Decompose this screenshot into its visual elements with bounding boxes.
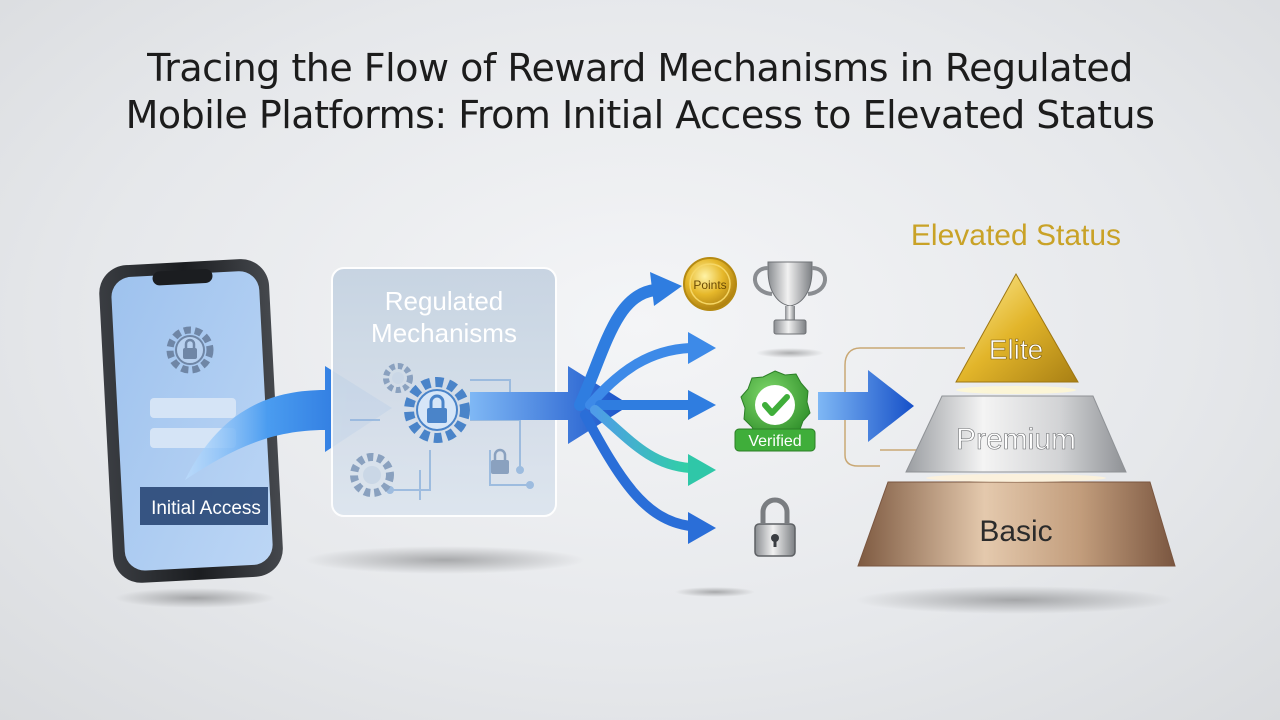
tier-elite bbox=[955, 272, 1079, 383]
phone-shadow bbox=[115, 588, 275, 608]
gear-lock-icon bbox=[166, 326, 214, 374]
padlock-small-icon bbox=[491, 448, 509, 474]
branch-arrow-teal-head bbox=[688, 454, 716, 486]
login-field-1 bbox=[150, 398, 236, 418]
phone-label-bar bbox=[140, 487, 268, 525]
tier-elite-label: Elite bbox=[989, 334, 1043, 365]
regulated-mechanisms-panel: Regulated Mechanisms bbox=[331, 267, 557, 517]
arrows-shadow bbox=[675, 587, 755, 597]
verified-badge-icon: Verified bbox=[734, 370, 816, 452]
pyramid-shadow bbox=[855, 586, 1175, 614]
mechanisms-label-line-1: Regulated bbox=[385, 286, 504, 316]
flow-arrow-to-status bbox=[818, 370, 914, 442]
elevated-status-heading: Elevated Status bbox=[911, 219, 1121, 252]
branch-arrow-points bbox=[574, 284, 661, 411]
trophy-shadow bbox=[756, 348, 824, 358]
padlock-icon bbox=[754, 497, 796, 557]
page-title-line-1: Tracing the Flow of Reward Mechanisms in… bbox=[147, 46, 1133, 90]
panel-shadow bbox=[305, 546, 585, 574]
branch-arrow-teal bbox=[590, 405, 695, 473]
points-label: Points bbox=[693, 278, 726, 292]
branch-arrow-verified-head bbox=[688, 390, 716, 420]
tier-premium-label: Premium bbox=[956, 423, 1076, 456]
branch-arrow-lock-head bbox=[688, 512, 716, 544]
branch-arrows bbox=[574, 272, 716, 544]
tier-premium bbox=[905, 395, 1127, 473]
page-title-line-2: Mobile Platforms: From Initial Access to… bbox=[125, 93, 1155, 137]
small-gear-icon bbox=[383, 363, 413, 393]
branch-arrow-upper bbox=[585, 343, 695, 410]
verified-label: Verified bbox=[748, 433, 801, 450]
mechanisms-label-line-2: Mechanisms bbox=[371, 318, 517, 348]
initial-access-label: Initial Access bbox=[151, 498, 261, 519]
tier-basic-label: Basic bbox=[979, 515, 1052, 548]
central-gear-lock-icon bbox=[404, 377, 470, 443]
points-coin-icon: Points bbox=[683, 257, 737, 311]
trophy-icon bbox=[753, 261, 827, 335]
branch-arrow-upper-head bbox=[688, 332, 716, 364]
tier-basic bbox=[857, 481, 1176, 567]
branch-arrow-points-head bbox=[650, 272, 682, 306]
gear-icon bbox=[350, 453, 394, 497]
status-pyramid: Elite Premium Basic bbox=[857, 272, 1176, 567]
phone-device: Initial Access bbox=[99, 259, 283, 583]
branch-arrow-lock bbox=[580, 410, 695, 531]
